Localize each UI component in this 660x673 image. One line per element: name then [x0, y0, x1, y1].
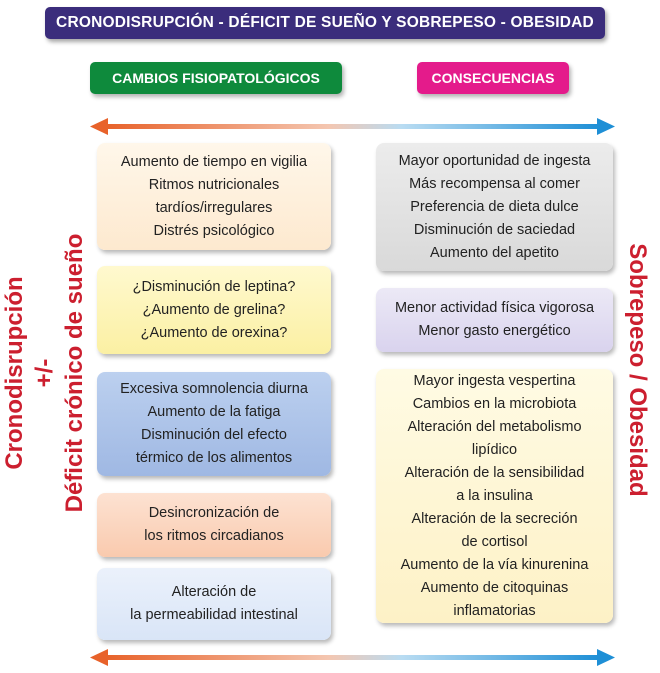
header-consequences: CONSECUENCIAS [417, 62, 569, 94]
box-line: Alteración de la secreción [411, 510, 578, 527]
box-line: Aumento del apetito [430, 244, 559, 261]
box-intestinal-permeability: Alteración de la permeabilidad intestina… [97, 568, 331, 640]
box-line: Menor gasto energético [418, 323, 571, 339]
box-line: Aumento de tiempo en vigilia [120, 153, 308, 170]
box-line: a la insulina [456, 487, 533, 504]
box-hormones: ¿Disminución de leptina? ¿Aumento de gre… [97, 266, 331, 354]
box-wakefulness-rhythms: Aumento de tiempo en vigilia Ritmos nutr… [97, 143, 331, 250]
box-line: Alteración de [171, 584, 257, 600]
box-line: lipídico [471, 441, 518, 458]
box-line: térmico de los alimentos [135, 450, 293, 466]
box-line: Disminución de saciedad [413, 221, 576, 238]
box-line: los ritmos circadianos [144, 528, 284, 544]
side-label-text: Sobrepeso / Obesidad [624, 243, 651, 497]
diagram-title: CRONODISRUPCIÓN - DÉFICIT DE SUEÑO Y SOB… [45, 7, 605, 39]
double-arrow-top [90, 118, 615, 135]
box-line: ¿Disminución de leptina? [132, 278, 296, 295]
header-pathophysiological-changes: CAMBIOS FISIOPATOLÓGICOS [90, 62, 342, 94]
side-label-line: Déficit crónico de sueño [61, 233, 88, 513]
box-line: Distrés psicológico [153, 222, 275, 239]
box-line: Ritmos nutricionales [148, 176, 280, 193]
box-line: Alteración del metabolismo [407, 418, 582, 435]
side-label-line: Cronodisrupción [1, 276, 28, 470]
side-label-line: +/- [31, 358, 58, 388]
box-line: Preferencia de dieta dulce [410, 198, 579, 215]
box-line: tardíos/irregulares [155, 199, 273, 216]
box-circadian-desync: Desincronización de los ritmos circadian… [97, 493, 331, 557]
box-line: Más recompensa al comer [409, 175, 580, 192]
box-line: Mayor ingesta vespertina [413, 372, 576, 389]
double-arrow-bottom [90, 649, 615, 666]
box-line: Excesiva somnolencia diurna [120, 381, 308, 397]
box-line: Cambios en la microbiota [412, 395, 577, 412]
box-physical-activity: Menor actividad física vigorosa Menor ga… [376, 288, 613, 352]
box-intake-appetite: Mayor oportunidad de ingesta Más recompe… [376, 143, 613, 271]
box-somnolence-fatigue: Excesiva somnolencia diurna Aumento de l… [97, 372, 331, 476]
box-line: Menor actividad física vigorosa [394, 300, 595, 316]
box-line: Aumento de citoquinas [420, 579, 569, 596]
box-line: Desincronización de [148, 505, 280, 521]
box-line: Mayor oportunidad de ingesta [398, 152, 591, 169]
box-line: ¿Aumento de orexina? [140, 324, 288, 341]
box-line: Aumento de la vía kinurenina [400, 556, 589, 573]
box-line: Alteración de la sensibilidad [404, 464, 585, 481]
box-line: Disminución del efecto [141, 427, 287, 443]
box-metabolic-alterations: Mayor ingesta vespertina Cambios en la m… [376, 369, 613, 623]
box-line: Aumento de la fatiga [147, 404, 281, 420]
box-line: de cortisol [461, 533, 528, 550]
box-line: la permeabilidad intestinal [130, 607, 298, 623]
box-line: ¿Aumento de grelina? [142, 301, 286, 318]
box-line: inflamatorias [453, 602, 536, 619]
